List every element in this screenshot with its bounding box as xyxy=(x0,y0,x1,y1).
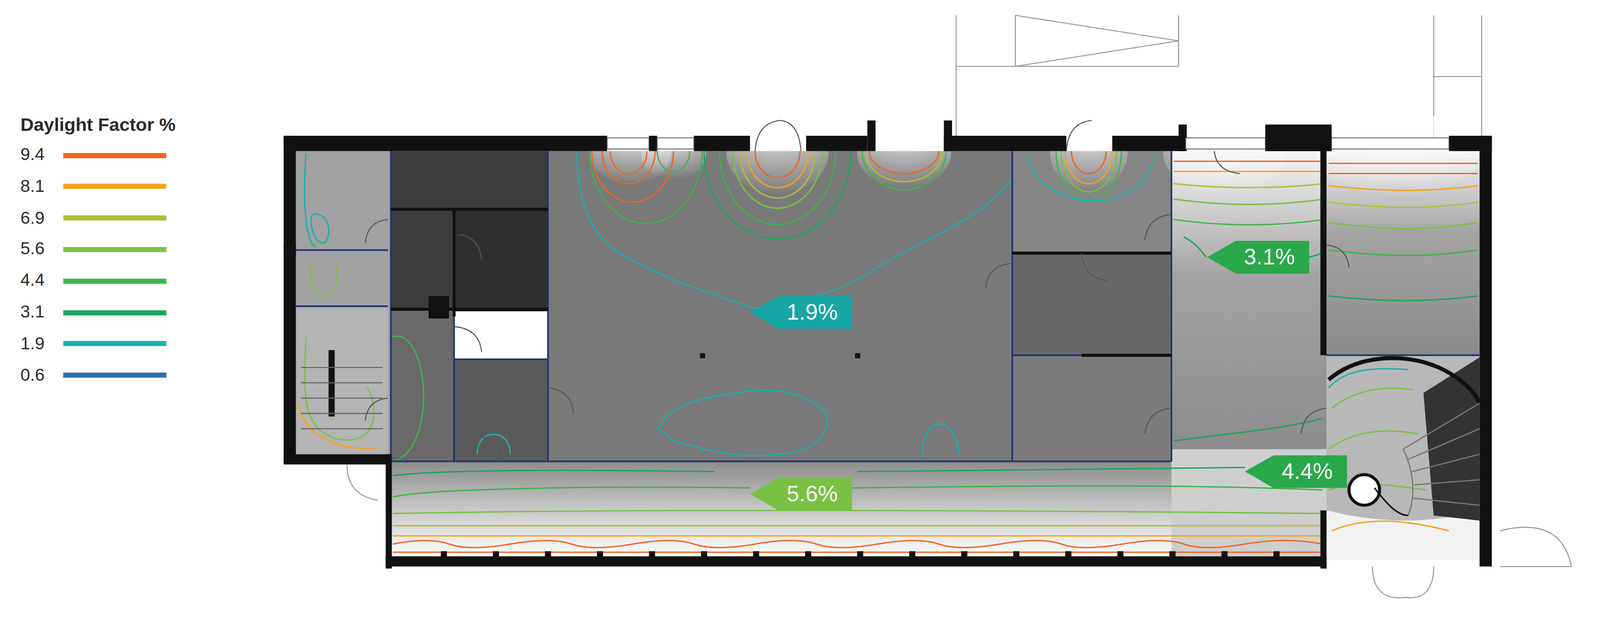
legend-value: 0.6 xyxy=(20,362,45,388)
legend-swatch xyxy=(63,215,167,221)
legend-row: 5.6 xyxy=(20,237,167,262)
legend-swatch xyxy=(63,341,167,347)
legend-row: 0.6 xyxy=(20,362,167,388)
legend-swatch xyxy=(63,246,167,252)
callout-value: 3.1% xyxy=(1243,240,1296,274)
legend-value: 9.4 xyxy=(20,142,45,168)
callout-value: 1.9% xyxy=(786,296,839,329)
value-callout: 1.9% xyxy=(750,296,853,329)
legend-row: 1.9 xyxy=(20,331,167,356)
legend-row: 3.1 xyxy=(20,300,167,325)
context-lines xyxy=(346,15,1572,598)
legend-value: 8.1 xyxy=(20,174,45,199)
legend-value: 6.9 xyxy=(20,205,45,230)
callout-flag xyxy=(1245,455,1348,488)
legend-row: 8.1 xyxy=(20,174,167,199)
legend-row: 6.9 xyxy=(20,205,167,230)
legend-swatch xyxy=(63,183,167,190)
callout-value: 4.4% xyxy=(1281,455,1334,488)
legend-value: 1.9 xyxy=(20,331,45,356)
legend-value: 5.6 xyxy=(20,237,45,262)
window-mullions xyxy=(607,137,1450,149)
legend-swatch xyxy=(63,152,167,158)
legend-value: 3.1 xyxy=(20,300,45,325)
window-glow xyxy=(589,112,1480,195)
value-callout: 3.1% xyxy=(1207,240,1310,274)
room-fills xyxy=(296,151,1480,560)
outer-walls xyxy=(283,120,1492,569)
callout-flag xyxy=(1207,240,1310,274)
legend-row: 4.4 xyxy=(20,268,167,294)
value-callout: 5.6% xyxy=(750,477,853,511)
callout-flag xyxy=(750,477,853,511)
callout-value: 5.6% xyxy=(786,477,839,511)
legend-value: 4.4 xyxy=(20,268,45,294)
legend-swatch xyxy=(63,278,167,284)
legend-row: 9.4 xyxy=(20,142,167,168)
daylight-contours xyxy=(297,151,1478,553)
legend-swatch xyxy=(63,372,167,378)
dark-partitions xyxy=(390,209,1172,355)
door-swings xyxy=(365,120,1350,461)
legend-swatch xyxy=(63,309,167,316)
partition-walls xyxy=(296,151,1480,462)
value-callout: 4.4% xyxy=(1245,455,1348,488)
callout-flag xyxy=(750,296,853,329)
legend-title: Daylight Factor % xyxy=(20,114,176,136)
stairs xyxy=(300,358,1480,516)
